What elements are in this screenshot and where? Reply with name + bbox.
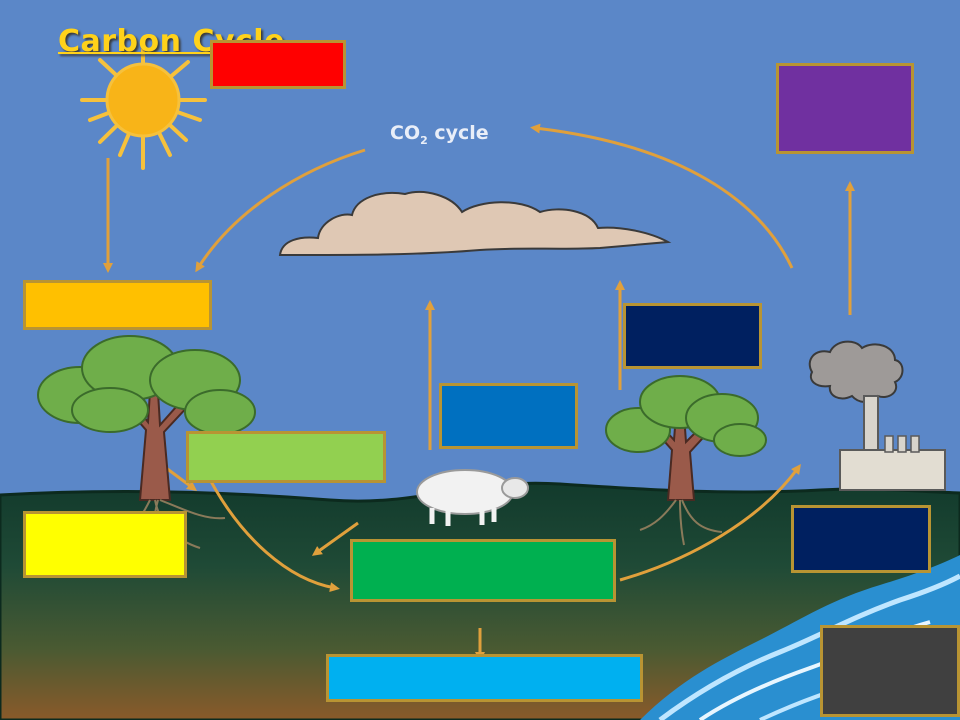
yellow-label-box [23, 511, 187, 578]
co2-cycle-arrows [195, 123, 801, 593]
red-label-box [210, 40, 346, 89]
cloud [278, 191, 672, 257]
sun [80, 48, 207, 170]
blue-label-box [439, 383, 578, 449]
factory [808, 340, 946, 491]
navy-label-box-upper [623, 303, 762, 369]
dark-gray-label-box [820, 625, 960, 717]
light-blue-label-box [326, 654, 643, 702]
left-tree [37, 335, 256, 566]
light-green-label-box [186, 431, 386, 483]
green-label-box [350, 539, 616, 602]
right-tree [605, 375, 767, 546]
sheep [416, 469, 529, 526]
co2-cycle-label: CO2 cycle [390, 122, 489, 147]
orange-label-box [23, 280, 212, 330]
flow-arrows [103, 158, 855, 662]
purple-label-box [776, 63, 914, 154]
navy-label-box-lower [791, 505, 931, 573]
